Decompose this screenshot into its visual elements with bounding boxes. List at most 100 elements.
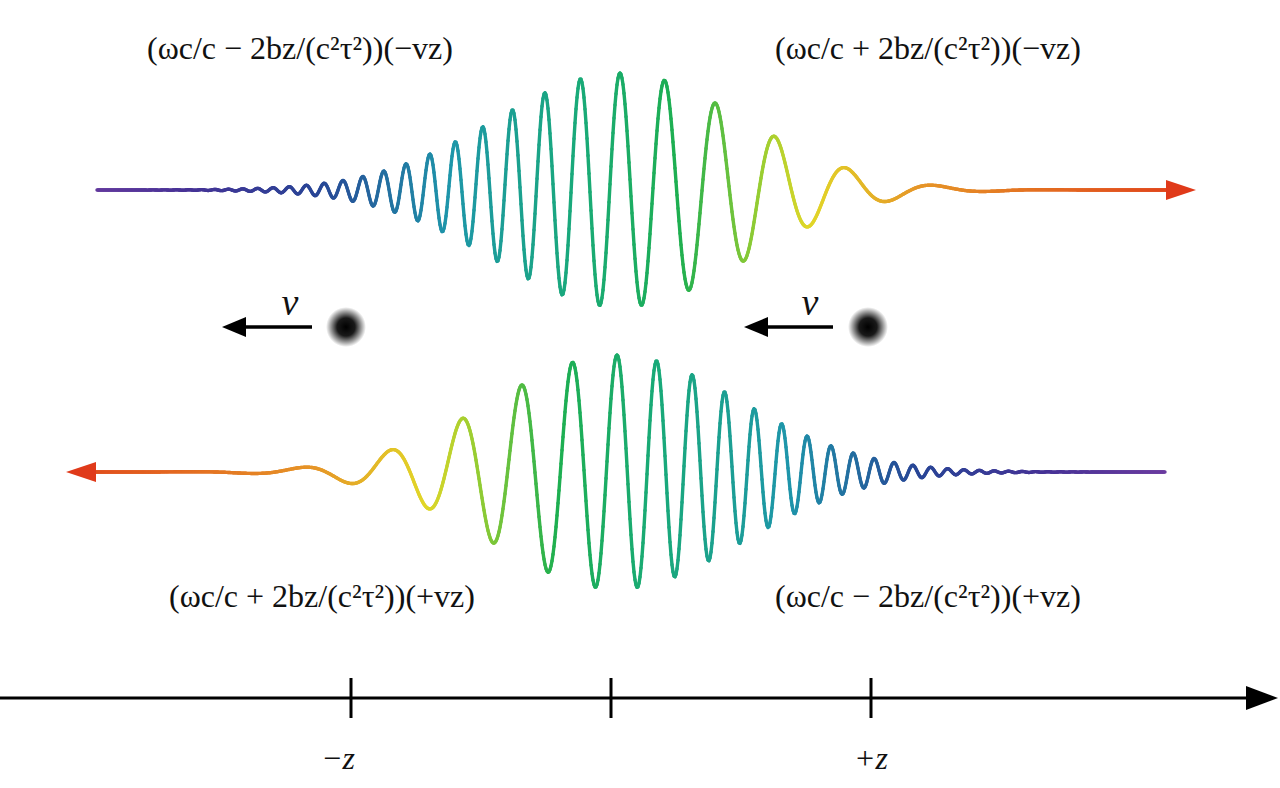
- wave-segment: [524, 250, 525, 262]
- wave-segment: [630, 179, 631, 196]
- wave-segment: [651, 204, 652, 219]
- wave-segment: [560, 464, 561, 477]
- wave-segment: [581, 426, 582, 440]
- wave-segment: [686, 415, 687, 431]
- wave-segment: [587, 516, 588, 530]
- wave-segment: [476, 171, 477, 184]
- wave-segment: [676, 182, 677, 195]
- wave-segment: [646, 474, 647, 492]
- wave-segment: [579, 401, 580, 413]
- wave-segment: [609, 413, 610, 428]
- wave-segment: [611, 149, 612, 166]
- wave-segment: [759, 440, 760, 452]
- wave-segment: [583, 455, 584, 470]
- wave-segment: [760, 453, 761, 466]
- wave-segment: [623, 400, 624, 415]
- wave-segment: [654, 158, 655, 173]
- wave-segment: [371, 203, 372, 205]
- wave-segment: [648, 248, 649, 261]
- wave-segment: [516, 129, 517, 141]
- wave-segment: [748, 447, 749, 461]
- wave-segment: [607, 220, 608, 237]
- wave-segment: [585, 486, 586, 501]
- wave-segment: [519, 171, 520, 187]
- wave-segment: [522, 220, 523, 235]
- wave-segment: [630, 519, 631, 535]
- wave-segment: [696, 399, 697, 412]
- wave-segment: [729, 423, 730, 437]
- wave-segment: [556, 237, 557, 253]
- wave-segment: [593, 245, 594, 260]
- wave-segment: [611, 386, 612, 399]
- wave-segment: [536, 179, 537, 197]
- wave-segment: [590, 192, 591, 210]
- wave-segment: [584, 98, 585, 110]
- wave-segment: [632, 213, 633, 229]
- wave-segment: [746, 475, 747, 489]
- wave-segment: [539, 130, 540, 145]
- wave-segment: [731, 451, 732, 467]
- wave-segment: [553, 184, 554, 202]
- wave-segment: [580, 413, 581, 426]
- wave-segment: [558, 267, 559, 278]
- wave-segment: [670, 542, 671, 555]
- wave-segment: [475, 184, 476, 197]
- wave-segment: [487, 152, 488, 164]
- wave-segment: [730, 436, 731, 451]
- wave-segment: [649, 234, 650, 248]
- wave-segment: [491, 207, 492, 221]
- wave-segment: [652, 380, 653, 392]
- wave-segment: [652, 188, 653, 203]
- wave-segment: [697, 412, 698, 427]
- wave-segment: [701, 478, 702, 495]
- wave-segment: [698, 427, 699, 443]
- wave-segment: [462, 192, 463, 204]
- wave-segment: [549, 120, 550, 134]
- wave-segment: [552, 166, 553, 184]
- wave-segment: [595, 274, 596, 285]
- wave-segment: [594, 261, 595, 275]
- wave-segment: [735, 511, 736, 523]
- wave-segment: [588, 156, 589, 174]
- wave-segment: [601, 541, 602, 554]
- wave-segment: [554, 202, 555, 220]
- wave-segment: [492, 221, 493, 234]
- wave-segment: [535, 196, 536, 213]
- wave-segment: [586, 123, 587, 139]
- wave-segment: [428, 155, 429, 158]
- wave-segment: [622, 387, 623, 400]
- wave-segment: [502, 215, 503, 229]
- wave-segment: [749, 434, 750, 446]
- wave-segment: [626, 448, 627, 466]
- wave-segment: [669, 527, 670, 542]
- wave-segment: [556, 515, 557, 526]
- wave-segment: [665, 456, 666, 475]
- wave-segment: [733, 482, 734, 497]
- wave-segment: [610, 166, 611, 184]
- wave-segment: [540, 117, 541, 130]
- wave-segment: [521, 204, 522, 220]
- wave-segment: [614, 105, 615, 118]
- wave-segment: [517, 141, 518, 155]
- wave-segment: [605, 478, 606, 495]
- wave-segment: [680, 519, 681, 535]
- wave-segment: [655, 144, 656, 158]
- wave-segment: [643, 527, 644, 542]
- wave-segment: [717, 453, 718, 469]
- wave-segment: [628, 484, 629, 502]
- wave-segment: [507, 141, 508, 155]
- wave-segment: [702, 496, 703, 512]
- wave-segment: [508, 129, 509, 141]
- wave-segment: [463, 204, 464, 216]
- wave-segment: [700, 461, 701, 479]
- wave-segment: [649, 421, 650, 438]
- wave-segment: [625, 431, 626, 448]
- wave-segment: [608, 202, 609, 220]
- wave-segment: [718, 437, 719, 453]
- wave-segment: [570, 193, 571, 211]
- wave-segment: [699, 443, 700, 460]
- wave-segment: [684, 448, 685, 466]
- wave-segment: [774, 474, 775, 486]
- wave-segment: [687, 402, 688, 416]
